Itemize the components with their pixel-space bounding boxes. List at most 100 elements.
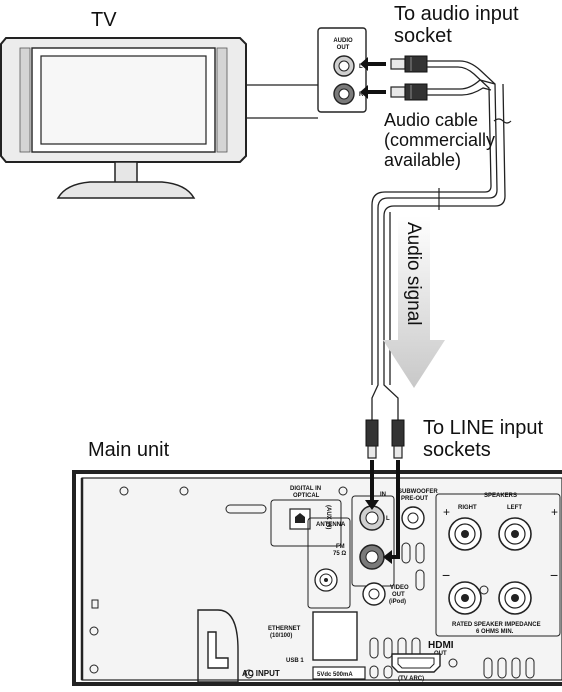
speaker-left-minus-inner bbox=[504, 587, 526, 609]
tv-side-right bbox=[216, 47, 228, 153]
vent-3 bbox=[415, 569, 425, 591]
plug-l-tip bbox=[390, 58, 406, 70]
digital-in-label-line1: DIGITAL IN bbox=[290, 486, 321, 492]
main-unit-plugs bbox=[365, 419, 405, 459]
tv-jack-title-line1: AUDIO bbox=[333, 38, 353, 44]
fm-antenna-jack-inner bbox=[319, 573, 333, 587]
hdmi-label: HDMI bbox=[428, 640, 454, 651]
screw-2 bbox=[179, 486, 189, 496]
vent-12 bbox=[511, 657, 521, 679]
audio-cable-label-line3: available) bbox=[384, 150, 461, 170]
tv-jack-l-label: L bbox=[359, 64, 363, 70]
tv-side-plugs bbox=[390, 55, 428, 101]
vent-1 bbox=[401, 542, 411, 564]
digital-in-label-line2: OPTICAL bbox=[293, 493, 320, 499]
screw-8 bbox=[479, 585, 489, 595]
tv-jack-r-label: R bbox=[359, 92, 364, 98]
audio-cable bbox=[371, 60, 506, 420]
ac-input-frame bbox=[197, 609, 239, 683]
line-in-l-label: L bbox=[386, 516, 390, 522]
speaker-left-plus-hole bbox=[511, 530, 519, 538]
cable-r-join-a bbox=[427, 79, 496, 90]
impedance-label-line1: RATED SPEAKER IMPEDANCE bbox=[452, 622, 541, 628]
line-in-l-arrow-head bbox=[365, 500, 379, 510]
line-in-r-jack-center bbox=[365, 550, 379, 564]
screw-6 bbox=[244, 669, 254, 679]
line-in-l-jack-center bbox=[365, 511, 379, 525]
ac-input-label: AC INPUT bbox=[242, 669, 280, 678]
lock-slot bbox=[91, 599, 99, 609]
speaker-left-plus-inner bbox=[504, 523, 526, 545]
plug-main-l-tip bbox=[367, 445, 377, 459]
vent-9 bbox=[383, 665, 393, 679]
video-out-label-line1: VIDEO bbox=[390, 585, 409, 591]
to-line-input-label-line1: To LINE input bbox=[423, 417, 544, 439]
cable-l-outer bbox=[371, 60, 498, 420]
screw-3 bbox=[89, 626, 99, 636]
vent-11 bbox=[497, 657, 507, 679]
speaker-right-plus-inner bbox=[454, 523, 476, 545]
screw-7 bbox=[448, 658, 458, 668]
speaker-left-label: LEFT bbox=[507, 505, 522, 511]
tv-audio-out-panel: AUDIO OUT L R bbox=[317, 27, 367, 113]
tv-jack-title-line2: OUT bbox=[337, 45, 350, 51]
screw-4 bbox=[89, 664, 99, 674]
speaker-right-label: RIGHT bbox=[458, 505, 477, 511]
tv-jack-r-center bbox=[338, 88, 350, 100]
cable-break-mark bbox=[493, 118, 512, 124]
speakers-label: SPEAKERS bbox=[484, 493, 517, 499]
plug-l-body bbox=[404, 55, 428, 73]
tv: TV bbox=[0, 9, 318, 199]
tv-arc-label: (TV ARC) bbox=[398, 676, 424, 682]
speaker-right-minus-hole bbox=[461, 594, 469, 602]
tv-jack-l-center bbox=[338, 60, 350, 72]
tv-screen bbox=[40, 55, 207, 145]
fm-antenna-pin bbox=[324, 578, 328, 582]
tv-input-arrows bbox=[360, 57, 386, 99]
audio-signal-label: Audio signal bbox=[403, 222, 424, 326]
tv-label: TV bbox=[91, 9, 117, 31]
optical-port-shutter bbox=[295, 513, 305, 523]
vent-13 bbox=[525, 657, 535, 679]
plug-r-body bbox=[404, 83, 428, 101]
screw-1 bbox=[119, 486, 129, 496]
tv-stand bbox=[56, 181, 196, 199]
vent-slot-top bbox=[225, 504, 267, 514]
aux-in-label: (AUX IN) bbox=[325, 505, 331, 529]
digital-in-frame bbox=[270, 499, 342, 547]
to-line-input-label-line2: sockets bbox=[423, 439, 491, 461]
subwoofer-jack-center bbox=[407, 512, 419, 524]
antenna-frame bbox=[307, 517, 351, 609]
fm-label-line2: 75 Ω bbox=[333, 551, 346, 557]
line-in-label: IN bbox=[380, 492, 386, 498]
fm-label-line1: FM bbox=[336, 544, 345, 550]
video-out-jack-center bbox=[368, 588, 380, 600]
tv-side-left bbox=[19, 47, 31, 153]
main-unit-label: Main unit bbox=[88, 439, 170, 461]
video-out-label-line3: (iPod) bbox=[389, 599, 406, 605]
vent-8 bbox=[369, 665, 379, 679]
hdmi-port bbox=[391, 653, 441, 673]
speaker-left-minus: − bbox=[550, 567, 558, 583]
cable-r-outer bbox=[383, 83, 506, 420]
plug-main-l-body bbox=[365, 419, 379, 447]
speakers-frame bbox=[435, 493, 561, 637]
ethernet-label-line2: (10/100) bbox=[270, 633, 292, 639]
vent-10 bbox=[483, 657, 493, 679]
impedance-label-line2: 6 OHMS MIN. bbox=[476, 629, 514, 635]
antenna-label: ANTENNA bbox=[316, 522, 346, 528]
vent-5 bbox=[383, 637, 393, 659]
signal-arrow-shape bbox=[383, 216, 445, 388]
speaker-left-plus: + bbox=[551, 505, 558, 519]
audio-cable-label-line1: Audio cable bbox=[384, 110, 478, 130]
video-out-label-line2: OUT bbox=[392, 592, 405, 598]
main-unit-rear-panel: DIGITAL IN OPTICAL (AUX IN) ANTENNA FM 7… bbox=[72, 460, 562, 686]
line-in-r-arrow-shaft bbox=[390, 460, 400, 559]
to-audio-input-label-line1: To audio input bbox=[394, 3, 519, 25]
plug-main-r-tip bbox=[393, 445, 403, 459]
screw-5 bbox=[338, 486, 348, 496]
usb-rating-label: 5Vdc 500mA bbox=[317, 672, 353, 678]
speaker-right-plus-hole bbox=[461, 530, 469, 538]
